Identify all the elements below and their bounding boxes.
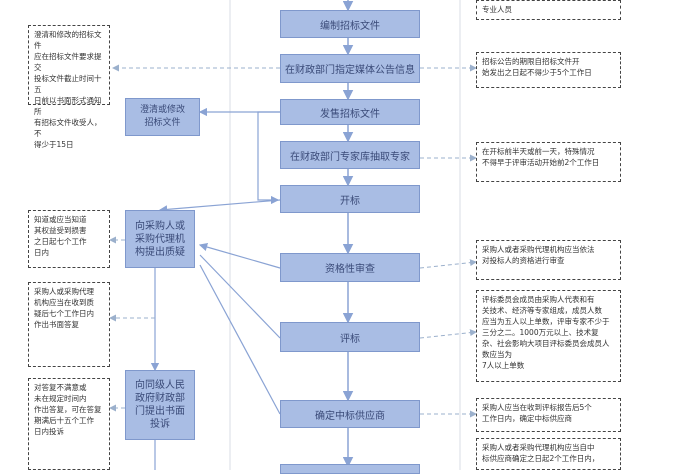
note-complaint-deadline: 对答复不满意或 未在规定时间内 作出答复，可在答复 期满后十五个工作 日内投诉 bbox=[28, 378, 110, 470]
side-raise-query: 向采购人或 采购代理机 构提出质疑 bbox=[125, 210, 195, 268]
side-clarify-modify: 澄清或修改 招标文件 bbox=[125, 98, 200, 136]
note-professionals: 专业人员 bbox=[476, 0, 621, 20]
note-expert-timing: 在开标前半天或前一天，特殊情况 不得早于评审活动开始前2个工作日 bbox=[476, 142, 621, 182]
step-sell-tender-docs: 发售招标文件 bbox=[280, 99, 420, 125]
note-reply-deadline: 采购人或采购代理 机构应当在收到质 疑后七个工作日内 作出书面答复 bbox=[28, 282, 110, 367]
side-file-complaint: 向同级人民 政府财政部 门提出书面 投诉 bbox=[125, 370, 195, 440]
step-next-partial bbox=[280, 464, 420, 474]
step-evaluation: 评标 bbox=[280, 322, 420, 352]
step-award-supplier: 确定中标供应商 bbox=[280, 400, 420, 428]
note-clarify-deadline: 澄清和修改的招标文件 应在招标文件要求提交 投标文件截止时间十五 日前以书面形式… bbox=[28, 25, 110, 149]
note-notice-period: 招标公告的期限自招标文件开 始发出之日起不得少于5个工作日 bbox=[476, 52, 621, 88]
step-prepare-tender-docs: 编制招标文件 bbox=[280, 10, 420, 38]
note-award-deadline: 采购人应当在收到评标报告后5个 工作日内，确定中标供应商 bbox=[476, 398, 621, 432]
note-query-deadline: 知道或应当知道 其权益受到损害 之日起七个工作 日内 bbox=[28, 210, 110, 268]
step-publish-notice: 在财政部门指定媒体公告信息 bbox=[280, 54, 420, 83]
step-select-experts: 在财政部门专家库抽取专家 bbox=[280, 141, 420, 169]
note-qualification: 采购人或者采购代理机构应当依法 对投标人的资格进行审查 bbox=[476, 240, 621, 280]
note-announce-deadline: 采购人或者采购代理机构应当自中 标供应商确定之日起2个工作日内， bbox=[476, 438, 621, 470]
note-committee: 评标委员会成员由采购人代表和有 关技术、经济等专家组成，成员人数 应当为五人以上… bbox=[476, 290, 621, 382]
step-qualification-review: 资格性审查 bbox=[280, 253, 420, 282]
step-bid-opening: 开标 bbox=[280, 185, 420, 213]
